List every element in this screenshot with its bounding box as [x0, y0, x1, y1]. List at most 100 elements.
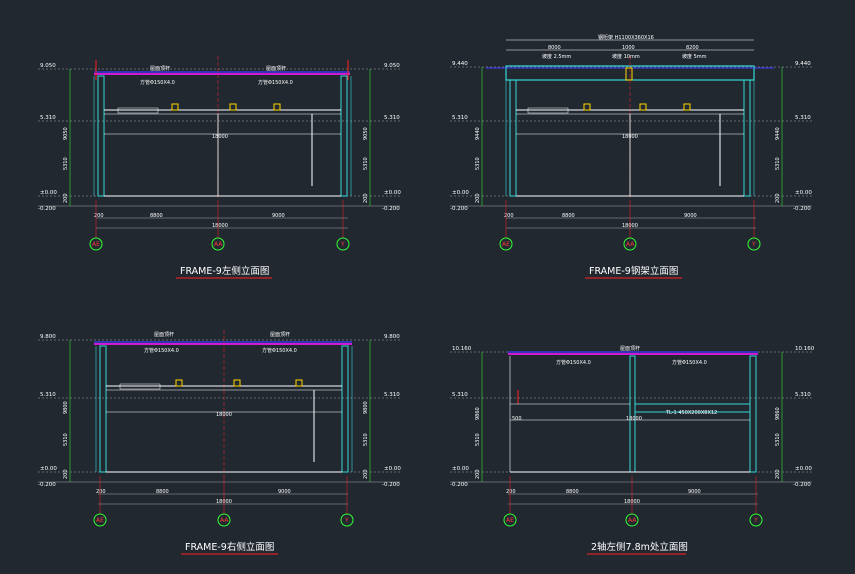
total-dim: 18000 [212, 223, 228, 229]
axis-label-AE: AE [506, 517, 514, 524]
side-dim-mid-r: 5310 [775, 157, 781, 170]
beam-label-2: 方管Φ150X4.0 [672, 359, 707, 366]
axis-label-AE: AE [502, 241, 510, 248]
axis-label-AA: AA [220, 517, 229, 524]
panel-title: 2轴左侧7.8m处立面图 [591, 541, 688, 553]
bottom-dim-1: 200 [504, 213, 514, 219]
bottom-dim-3: 9000 [272, 213, 285, 219]
side-dim-base: 200 [475, 193, 481, 203]
zero-level-right: ±0.00 [795, 466, 812, 472]
mid-level-right: 5.310 [795, 115, 811, 121]
axis-label-AE: AE [96, 517, 104, 524]
bottom-dim-1: 200 [96, 489, 106, 495]
axis-bubble-AA [623, 237, 637, 251]
top-dim-1: 8000 [548, 45, 561, 51]
top-level-right: 9.050 [384, 63, 400, 69]
bottom-level-right: -0.200 [382, 482, 400, 488]
top-level-right: 10.160 [795, 346, 815, 352]
side-dim-base-r: 200 [775, 193, 781, 203]
panel-frame9-right-elevation: 9.800 9.800 5.310 5.310 ±0.00 ±0.00 -0.2… [38, 330, 401, 555]
beam-label-1: 方管Φ150X4.0 [144, 347, 179, 354]
axis-bubble-Y [749, 513, 763, 527]
slope-2: 坡度 10mm [612, 53, 640, 60]
axis-label-AA: AA [214, 241, 223, 248]
slope-1: 坡度 2.5mm [542, 53, 571, 60]
axis-bubble-Y [747, 237, 761, 251]
bottom-level-right: -0.200 [793, 482, 811, 488]
bottom-dim-3: 9000 [688, 489, 701, 495]
mid-level-left: 5.310 [452, 392, 468, 398]
axis-bubble-AA [625, 513, 639, 527]
bottom-dim-3: 9000 [278, 489, 291, 495]
roof-label-1: 屋面顶杆 [154, 331, 174, 338]
top-level-left: 9.800 [40, 334, 56, 340]
mid-dim: 18000 [212, 134, 228, 140]
top-level-right: 9.440 [795, 61, 811, 67]
zero-level-left: ±0.00 [452, 466, 469, 472]
axis-label-AA: AA [626, 241, 635, 248]
axis-label-Y: Y [340, 241, 345, 248]
mid-dim: 18000 [622, 134, 638, 140]
bottom-dim-1: 200 [506, 489, 516, 495]
beam-label-2: 方管Φ150X4.0 [262, 347, 297, 354]
axis-bubble-AA [217, 513, 231, 527]
axis-bubble-AE [89, 237, 103, 251]
top-level-right: 9.800 [384, 334, 400, 340]
zero-level-right: ±0.00 [795, 190, 812, 196]
side-dim-mid: 5310 [475, 157, 481, 170]
beam-label-1: 方管Φ150X4.0 [556, 359, 591, 366]
zero-level-left: ±0.00 [40, 466, 57, 472]
slope-3: 坡度 5mm [682, 53, 707, 60]
side-dim-mid: 5310 [475, 433, 481, 446]
mid-level-left: 5.310 [452, 115, 468, 121]
top-dim-3: 8200 [686, 45, 699, 51]
side-dim-mid-r: 5310 [363, 157, 369, 170]
side-dim-mid-r: 5310 [775, 433, 781, 446]
bottom-level-right: -0.200 [382, 206, 400, 212]
zero-level-right: ±0.00 [384, 466, 401, 472]
mid-level-right: 5.310 [384, 115, 400, 121]
axis-bubble-Y [336, 237, 350, 251]
side-dim-base: 200 [475, 469, 481, 479]
zero-level-right: ±0.00 [384, 190, 401, 196]
side-dim-height: 9860 [475, 407, 481, 420]
bottom-level-left: -0.200 [450, 482, 468, 488]
side-dim-height-r: 9050 [363, 127, 369, 140]
top-dim-2: 1000 [622, 45, 635, 51]
side-dim-height: 9050 [63, 127, 69, 140]
axis-label-AE: AE [92, 241, 100, 248]
bottom-dim-2: 8800 [156, 489, 169, 495]
axis-label-Y: Y [753, 517, 758, 524]
bottom-level-left: -0.200 [450, 206, 468, 212]
side-dim-base: 200 [63, 193, 69, 203]
panel-frame9-left-elevation: 9.050 9.050 5.310 5.310 ±0.00 ±0.00 -0.2… [38, 56, 401, 279]
mid-level-left: 5.310 [40, 115, 56, 121]
mid-level-right: 5.310 [795, 392, 811, 398]
side-dim-height-r: 9440 [775, 127, 781, 140]
axis-label-Y: Y [344, 517, 349, 524]
truss-label: 钢桁架 H1100X360X16 [598, 34, 654, 41]
side-dim-height: 9800 [63, 401, 69, 414]
bottom-dim-1: 200 [94, 213, 104, 219]
bottom-level-right: -0.200 [793, 206, 811, 212]
panel-title: FRAME-9左侧立面图 [180, 265, 269, 277]
axis-bubble-Y [340, 513, 354, 527]
bottom-dim-3: 9000 [684, 213, 697, 219]
mid-level-right: 5.310 [384, 392, 400, 398]
mid-dim: 18000 [216, 412, 232, 418]
side-dim-base-r: 200 [363, 193, 369, 203]
bottom-dim-2: 8800 [150, 213, 163, 219]
zero-level-left: ±0.00 [40, 190, 57, 196]
roof-label-1: 屋面顶杆 [150, 65, 170, 72]
tie-beam-label: TL-1 450X200X8X12 [665, 410, 717, 416]
side-dim-mid: 5310 [63, 157, 69, 170]
roof-label-2: 屋面顶杆 [266, 65, 286, 72]
axis-label-Y: Y [751, 241, 756, 248]
axis-bubble-AA [211, 237, 225, 251]
top-level-left: 9.440 [452, 61, 468, 67]
side-dim-height-r: 9800 [363, 401, 369, 414]
side-dim-base-r: 200 [775, 469, 781, 479]
roof-label-2: 屋面顶杆 [270, 331, 290, 338]
axis-bubble-AE [503, 513, 517, 527]
